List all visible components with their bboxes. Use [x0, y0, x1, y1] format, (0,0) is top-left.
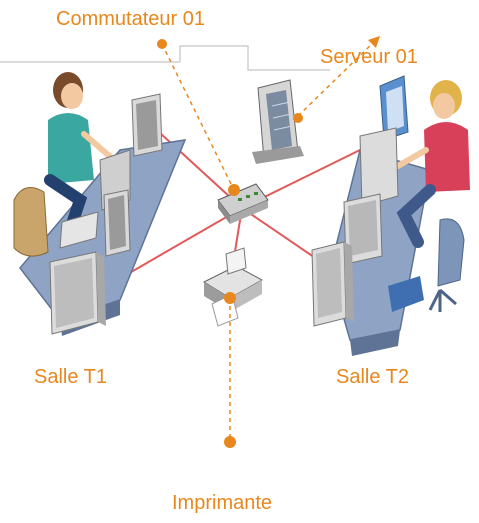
callout-arrow [368, 36, 380, 48]
room-t2-workstations [311, 75, 470, 356]
switch-anchor-dot [228, 184, 240, 196]
switch-device [217, 183, 269, 224]
printer-marker-dot [224, 436, 236, 448]
callout-dots [157, 39, 303, 448]
computer-t1-b [59, 189, 131, 257]
wall-outline [0, 45, 330, 71]
server-anchor-dot [293, 113, 303, 123]
person-t1 [44, 72, 117, 236]
computer-t2-a [359, 75, 409, 207]
switch-label: Commutateur 01 [56, 8, 205, 30]
person-t2 [395, 80, 470, 248]
server [252, 79, 304, 164]
server-label: Serveur 01 [320, 46, 418, 68]
computer-t2-c [311, 241, 354, 327]
computer-t1-c [49, 251, 106, 335]
computer-t2-b [343, 193, 383, 265]
printer-label: Imprimante [172, 492, 273, 514]
room-t2-label: Salle T2 [336, 366, 410, 388]
printer [202, 247, 264, 327]
room-t1-label: Salle T1 [34, 366, 108, 388]
room-t1-workstations [13, 72, 187, 336]
callout-lines [161, 39, 377, 440]
switch-marker-dot [157, 39, 167, 49]
printer-anchor-dot [224, 292, 236, 304]
